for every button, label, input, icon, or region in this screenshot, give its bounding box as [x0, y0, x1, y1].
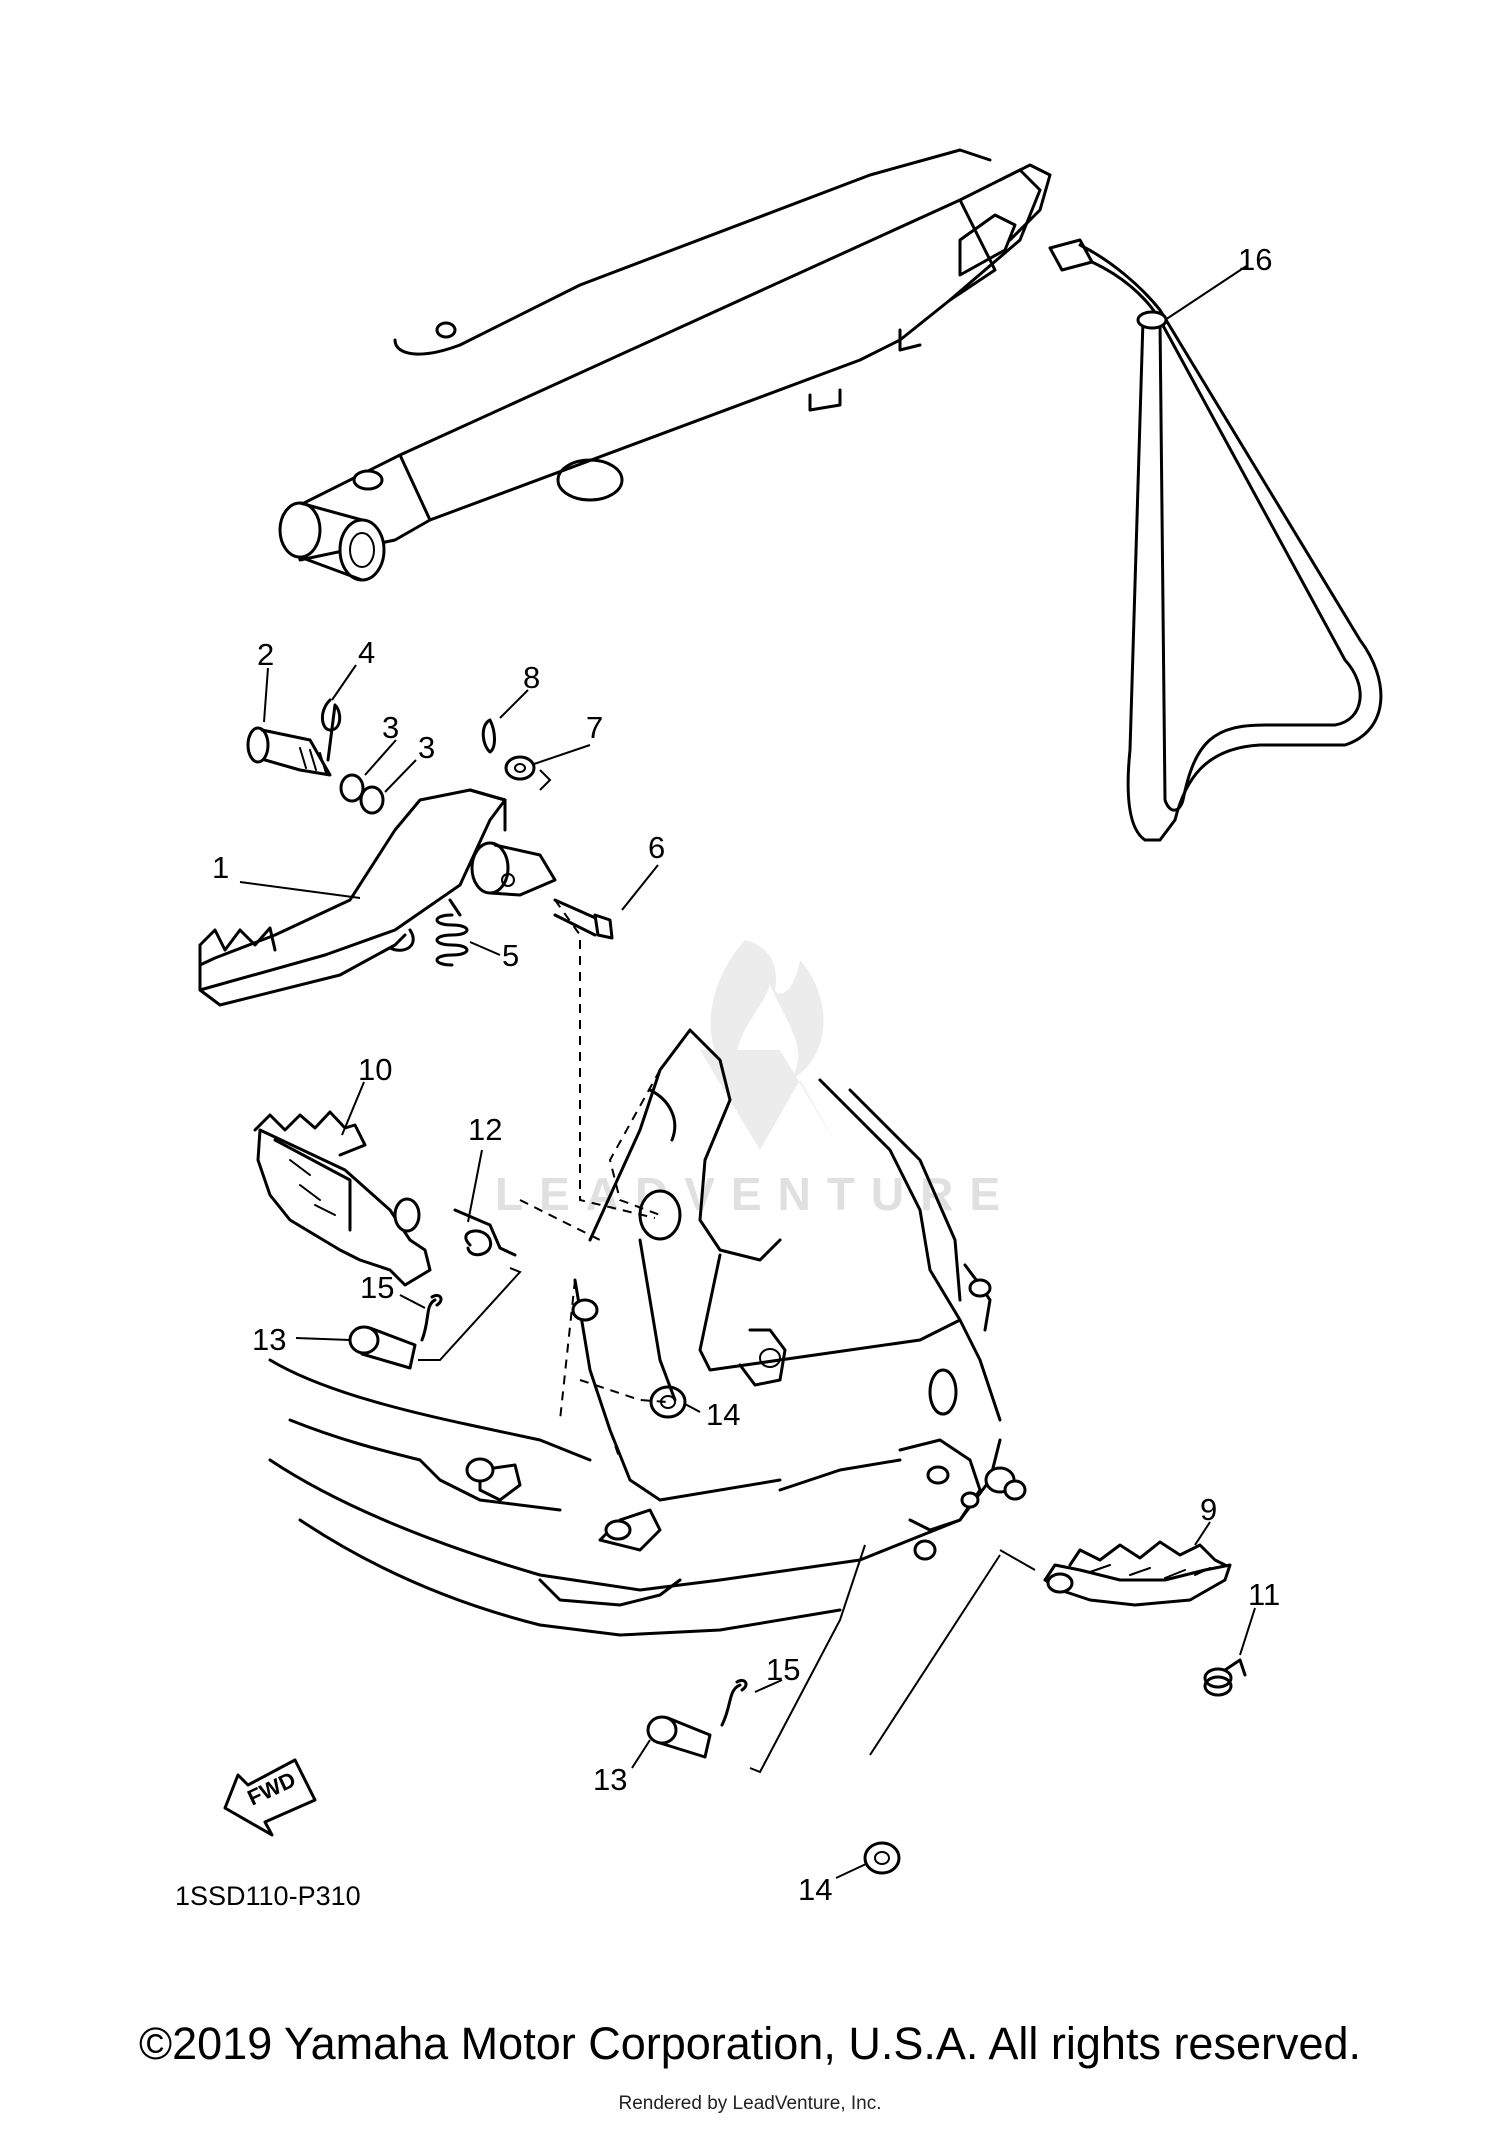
stand-part-16	[1048, 238, 1383, 842]
frame	[268, 1028, 1027, 1637]
assembly-guide-14	[579, 1379, 669, 1403]
clip-part-11	[1203, 1658, 1247, 1697]
part-label-4: 4	[358, 635, 375, 670]
swingarm	[278, 148, 1052, 582]
bolt-part-6	[553, 898, 614, 940]
part-label-2: 2	[257, 637, 274, 672]
part-label-13a: 13	[252, 1322, 286, 1357]
footrest-right-part-9	[1043, 1540, 1232, 1607]
figure-code: 1SSD110-P310	[175, 1881, 361, 1911]
forward-arrow-icon: FWD	[223, 1758, 317, 1837]
cotter-pin-part-15b	[720, 1678, 748, 1727]
part-label-14b: 14	[798, 1872, 832, 1907]
part-label-11: 11	[1248, 1577, 1280, 1612]
part-label-5: 5	[502, 938, 519, 973]
spring-part-12	[453, 1208, 517, 1257]
part-label-13b: 13	[593, 1762, 627, 1797]
part-label-15a: 15	[360, 1270, 394, 1305]
assembly-guide-6	[554, 899, 656, 1219]
part-label-1: 1	[212, 850, 229, 885]
part-label-16: 16	[1238, 242, 1272, 277]
washer-part-14b	[863, 1841, 901, 1875]
part-label-15b: 15	[766, 1652, 800, 1687]
footrest-left-part-10	[253, 1110, 432, 1287]
part-label-6: 6	[648, 830, 665, 865]
part-label-3a: 3	[382, 710, 399, 745]
part-label-3b: 3	[418, 730, 435, 765]
watermark-text: LEADVENTURE	[495, 1168, 1016, 1220]
washer-part-7	[504, 755, 536, 781]
part-label-10: 10	[358, 1052, 392, 1087]
leader-lines	[239, 264, 1256, 1879]
spring-part-5	[435, 898, 469, 967]
o-ring-part-3b	[359, 785, 385, 815]
washer-part-14a	[649, 1385, 687, 1419]
part-label-9: 9	[1200, 1492, 1217, 1527]
pin-part-13a	[348, 1325, 417, 1370]
part-label-12: 12	[468, 1112, 502, 1147]
part-number-labels: 1 2 3 3 4 5 6 7 8 9 10 11 12 13 13 14 14…	[212, 242, 1280, 1907]
part-label-8: 8	[523, 660, 540, 695]
cotter-pin-part-8	[481, 718, 496, 754]
part-label-7: 7	[586, 710, 603, 745]
brake-pedal-part-1	[198, 788, 557, 1007]
copyright-notice: ©2019 Yamaha Motor Corporation, U.S.A. A…	[138, 2018, 1362, 2069]
watermark: LEADVENTURE	[495, 940, 1016, 1220]
rendered-by-credit: Rendered by LeadVenture, Inc.	[618, 2093, 882, 2114]
part-label-14a: 14	[706, 1397, 740, 1432]
pivot-bolt-part-2	[246, 726, 332, 777]
clip-part-4	[321, 698, 342, 762]
pin-part-13b	[646, 1715, 712, 1759]
cotter-pin-part-15a	[420, 1293, 443, 1342]
o-ring-part-3a	[339, 773, 365, 803]
